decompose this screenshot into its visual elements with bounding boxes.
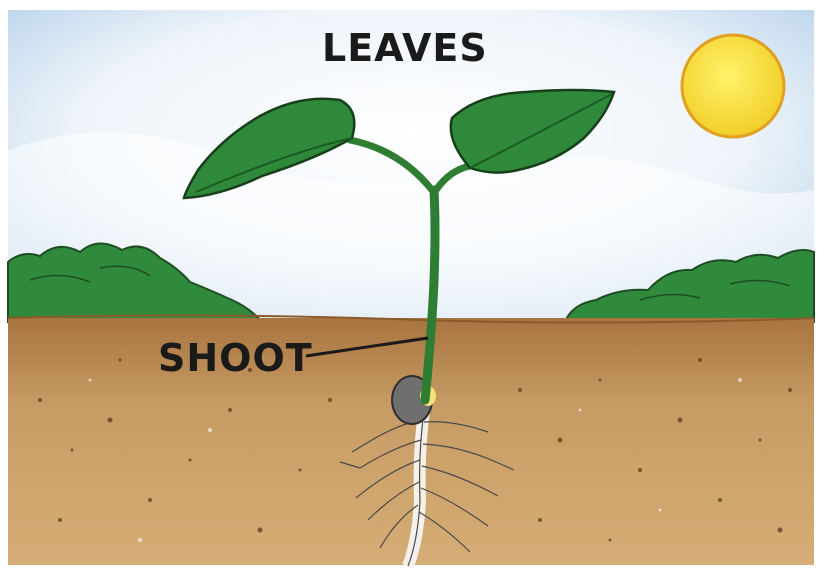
label-shoot: SHOOT xyxy=(158,336,313,380)
sun xyxy=(682,35,784,137)
label-leaves: LEAVES xyxy=(322,26,488,70)
soil xyxy=(8,318,814,565)
